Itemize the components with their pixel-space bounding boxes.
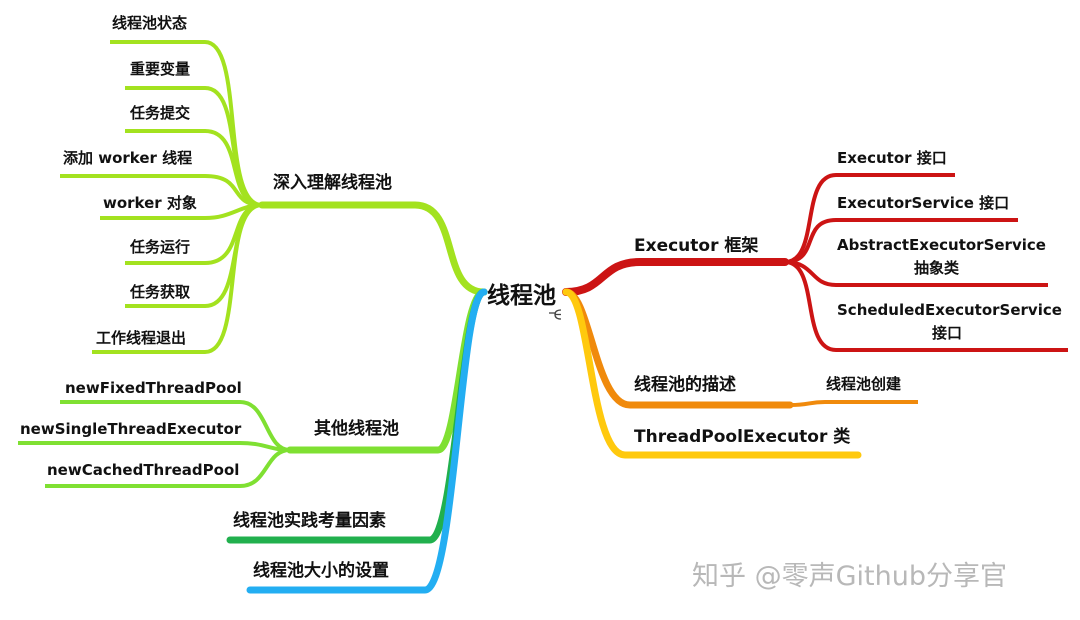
connector-leaf <box>789 400 918 407</box>
leaf-worker-exit: 工作线程退出 <box>96 329 186 347</box>
branch-label-pool-description: 线程池的描述 <box>634 374 736 395</box>
connector-leaf <box>784 260 1068 352</box>
connector-leaf <box>60 174 263 207</box>
leaf-task-run: 任务运行 <box>129 238 190 256</box>
branch-label-practice-factors: 线程池实践考量因素 <box>233 510 386 531</box>
connector-leaf <box>784 218 1018 264</box>
branch-label-deep-understanding: 深入理解线程池 <box>273 172 392 193</box>
branch-pool-size: 线程池大小的设置 <box>246 288 488 594</box>
leaf-pool-creation: 线程池创建 <box>826 375 902 393</box>
root-label[interactable]: 线程池 <box>487 282 556 309</box>
collapse-link-icon[interactable] <box>549 309 562 320</box>
leaf-task-get: 任务获取 <box>129 283 191 301</box>
watermark-text: 知乎 @零声Github分享官 <box>692 561 1007 592</box>
leaf-scheduled-executor-service-line1: ScheduledExecutorService <box>837 301 1062 319</box>
leaf-important-variables: 重要变量 <box>130 60 190 78</box>
leaf-executor-service-interface: ExecutorService 接口 <box>837 194 1009 212</box>
leaf-scheduled-executor-service-line2: 接口 <box>932 324 962 342</box>
connector-pool-size <box>246 288 488 594</box>
root-node[interactable]: 线程池 <box>487 282 562 320</box>
leaf-task-submit: 任务提交 <box>129 104 190 122</box>
branch-label-executor-framework: Executor 框架 <box>634 235 758 256</box>
connector-executor-framework <box>562 258 789 296</box>
leaf-worker-object: worker 对象 <box>103 194 197 212</box>
branch-other-pools: 其他线程池 newFixedThreadPool newSingleThread… <box>18 288 488 488</box>
leaf-new-cached-thread-pool: newCachedThreadPool <box>47 461 239 479</box>
leaf-new-single-thread-executor: newSingleThreadExecutor <box>20 420 242 438</box>
leaf-new-fixed-thread-pool: newFixedThreadPool <box>65 379 242 397</box>
leaf-abstract-executor-service-line1: AbstractExecutorService <box>837 236 1046 254</box>
connector-leaf <box>45 448 291 488</box>
leaf-thread-pool-state: 线程池状态 <box>112 14 187 32</box>
connector-thread-pool-executor <box>562 288 862 459</box>
branch-label-other-pools: 其他线程池 <box>314 418 399 439</box>
connector-deep-understanding <box>258 201 488 296</box>
connector-leaf <box>18 441 291 452</box>
branch-practice-factors: 线程池实践考量因素 <box>226 288 488 544</box>
connector-practice-factors <box>226 288 488 544</box>
branch-deep-understanding: 深入理解线程池 线程池状态 重要变量 任务提交 添加 worker 线程 wor… <box>60 14 488 354</box>
branch-executor-framework: Executor 框架 Executor 接口 ExecutorService … <box>562 149 1068 352</box>
branch-label-pool-size: 线程池大小的设置 <box>253 560 389 581</box>
leaf-add-worker: 添加 worker 线程 <box>63 149 192 167</box>
branch-thread-pool-executor: ThreadPoolExecutor 类 <box>562 288 862 459</box>
connector-leaf <box>92 203 263 354</box>
leaf-executor-interface: Executor 接口 <box>837 149 947 167</box>
leaf-abstract-executor-service-line2: 抽象类 <box>914 259 960 277</box>
connector-leaf <box>784 173 955 264</box>
branch-label-thread-pool-executor: ThreadPoolExecutor 类 <box>634 426 851 447</box>
